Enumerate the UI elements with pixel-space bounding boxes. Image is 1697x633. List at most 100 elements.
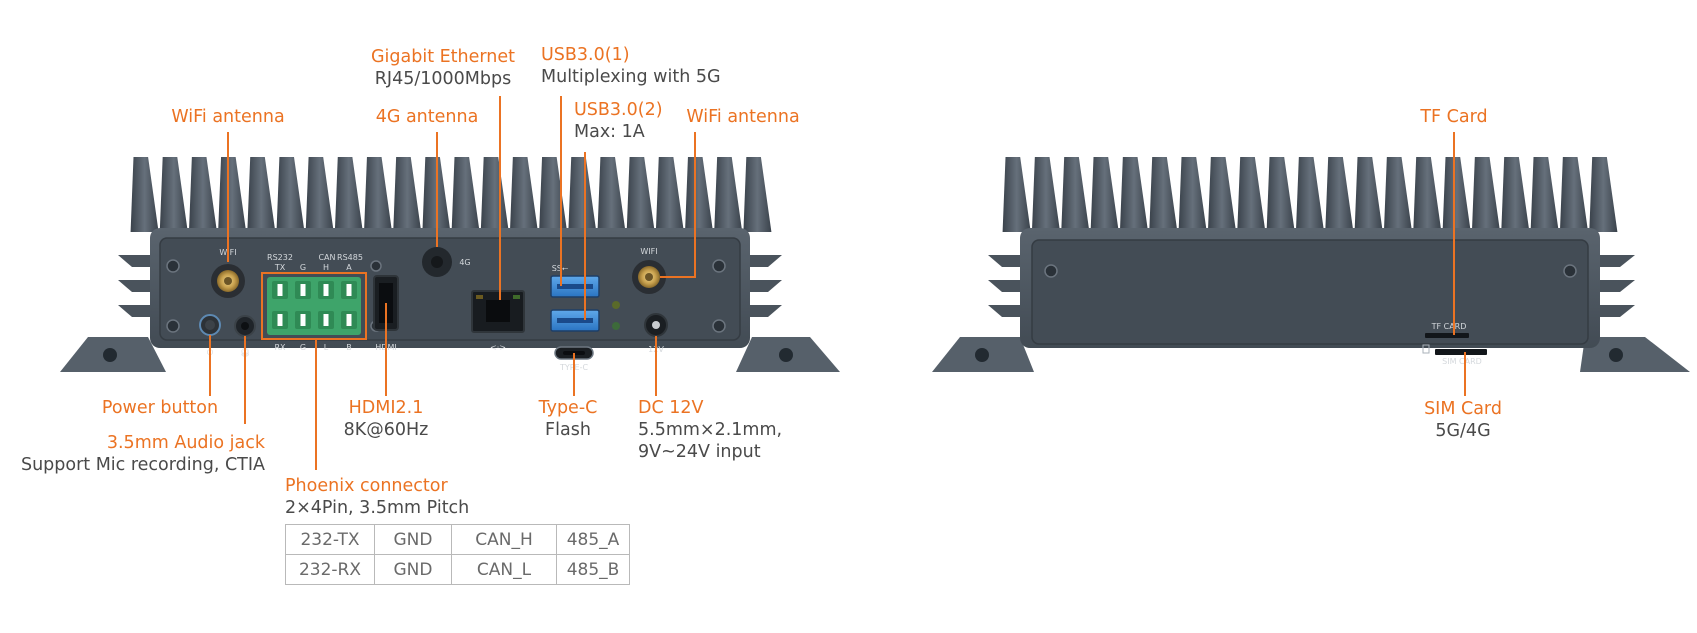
rear-right-flange <box>1580 337 1690 372</box>
heatsink-fin <box>188 157 217 232</box>
terminal-screw-icon <box>346 284 352 296</box>
flange-hole-icon <box>975 348 989 362</box>
screw-icon <box>1044 264 1577 278</box>
callout-audio-jack: 3.5mm Audio jack Support Mic recording, … <box>21 432 265 476</box>
heatsink-fin <box>509 157 538 232</box>
callout-4g-antenna: 4G antenna <box>376 106 479 128</box>
callout-sub: 8K@60Hz <box>343 420 429 440</box>
heatsink-fin <box>1471 157 1501 232</box>
leader-lines <box>209 96 1466 470</box>
callout-usb2: USB3.0(2) Max: 1A <box>574 99 663 143</box>
callout-sub2: 9V~24V input <box>638 442 761 462</box>
heatsink-fin <box>130 157 159 232</box>
pin-label: RX <box>274 343 286 352</box>
heatsink-fin <box>1090 157 1119 232</box>
pin-label: B <box>346 343 352 352</box>
flange-hole-icon <box>103 348 117 362</box>
callout-title: TF Card <box>1420 107 1488 127</box>
heatsink-fin <box>655 157 684 232</box>
callout-hdmi: HDMI2.1 8K@60Hz <box>344 397 429 441</box>
heatsink-fin <box>1530 157 1559 232</box>
callout-title: Power button <box>101 398 219 418</box>
heatsink-fin <box>1413 157 1442 232</box>
flange-hole-icon <box>779 348 793 362</box>
table-row: 232-TX GND CAN_H 485_A <box>285 524 630 555</box>
table-cell: GND <box>374 554 452 585</box>
callout-title: DC 12V <box>638 398 704 418</box>
heatsink-fin <box>1325 157 1354 232</box>
heatsink-fin <box>1031 157 1061 232</box>
callout-sub: 5G/4G <box>1435 421 1491 441</box>
callout-title: Gigabit Ethernet <box>370 47 516 67</box>
silk-rs485: RS485 <box>337 253 363 262</box>
callout-sub: 5.5mm×2.1mm, <box>638 420 783 440</box>
callout-sub: Flash <box>545 420 591 440</box>
table-cell: 485_B <box>556 554 630 585</box>
callout-title: 3.5mm Audio jack <box>106 433 265 453</box>
callout-title: USB3.0(1) <box>541 45 630 65</box>
front-side-fins <box>118 255 782 317</box>
callout-title: WiFi antenna <box>686 107 800 127</box>
terminal-screw-icon <box>277 314 283 326</box>
rear-top-fins <box>1002 157 1618 232</box>
silk-4g: 4G <box>459 258 470 267</box>
heatsink-fin <box>1207 157 1237 232</box>
terminal-screw-icon <box>346 314 352 326</box>
heatsink-fin <box>539 157 568 232</box>
heatsink-fin <box>1266 157 1295 232</box>
table-cell: CAN_L <box>451 554 557 585</box>
heatsink-fin <box>1559 157 1589 232</box>
callout-title: HDMI2.1 <box>348 398 424 418</box>
flange-hole-icon <box>1609 348 1623 362</box>
heatsink-fin <box>1119 157 1149 232</box>
silk-wifi-right: WIFI <box>640 247 657 256</box>
sim-card-slot-icon <box>1435 349 1487 355</box>
heatsink-fin <box>1149 157 1178 232</box>
pin-label: G <box>300 343 306 352</box>
rear-device: TF CARD SIM CARD <box>932 157 1690 372</box>
heatsink-fin <box>480 157 509 232</box>
callout-sub: 2×4Pin, 3.5mm Pitch <box>285 498 470 518</box>
callout-phoenix: Phoenix connector 2×4Pin, 3.5mm Pitch <box>285 475 469 519</box>
heatsink-fin <box>247 157 276 232</box>
phoenix-pins <box>272 281 357 329</box>
status-led-icon <box>612 301 620 309</box>
callout-sub: Max: 1A <box>574 122 645 142</box>
callout-dc-12v: DC 12V 5.5mm×2.1mm, 9V~24V input <box>638 397 782 463</box>
heatsink-fin <box>276 157 305 232</box>
heatsink-fin <box>568 157 597 232</box>
callout-title: 4G antenna <box>375 107 479 127</box>
heatsink-fin <box>743 157 772 232</box>
sim-symbol-icon <box>1422 344 1430 354</box>
callout-title: SIM Card <box>1424 399 1502 419</box>
heatsink-fin <box>451 157 480 232</box>
screw-icon <box>166 259 726 333</box>
heatsink-fin <box>597 157 626 232</box>
silk-can: CAN <box>318 253 335 262</box>
callout-sub: Multiplexing with 5G <box>541 67 721 87</box>
heatsink-fin <box>1237 157 1266 232</box>
tf-card-slot-icon <box>1425 333 1469 338</box>
table-cell: CAN_H <box>451 524 557 555</box>
callout-sim-card: SIM Card 5G/4G <box>1424 398 1502 442</box>
pin-label: TX <box>274 263 286 272</box>
status-led-icon <box>612 322 620 330</box>
heatsink-fin <box>1354 157 1383 232</box>
phoenix-pin-table: 232-TX GND CAN_H 485_A 232-RX GND CAN_L … <box>285 524 630 585</box>
callout-tf-card: TF Card <box>1420 106 1487 128</box>
table-cell: 232-RX <box>285 554 375 585</box>
front-top-fins <box>130 157 772 232</box>
terminal-screw-icon <box>323 314 329 326</box>
callout-wifi-right: WiFi antenna <box>686 106 799 128</box>
heatsink-fin <box>1295 157 1325 232</box>
callout-power-button: Power button <box>102 397 218 419</box>
heatsink-fin <box>1061 157 1090 232</box>
heatsink-fin <box>1589 157 1618 232</box>
callout-title: WiFi antenna <box>171 107 285 127</box>
callout-ethernet: Gigabit Ethernet RJ45/1000Mbps <box>371 46 515 90</box>
callout-sub: Support Mic recording, CTIA <box>20 455 265 475</box>
heatsink-fin <box>334 157 363 232</box>
heatsink-fin <box>714 157 743 232</box>
